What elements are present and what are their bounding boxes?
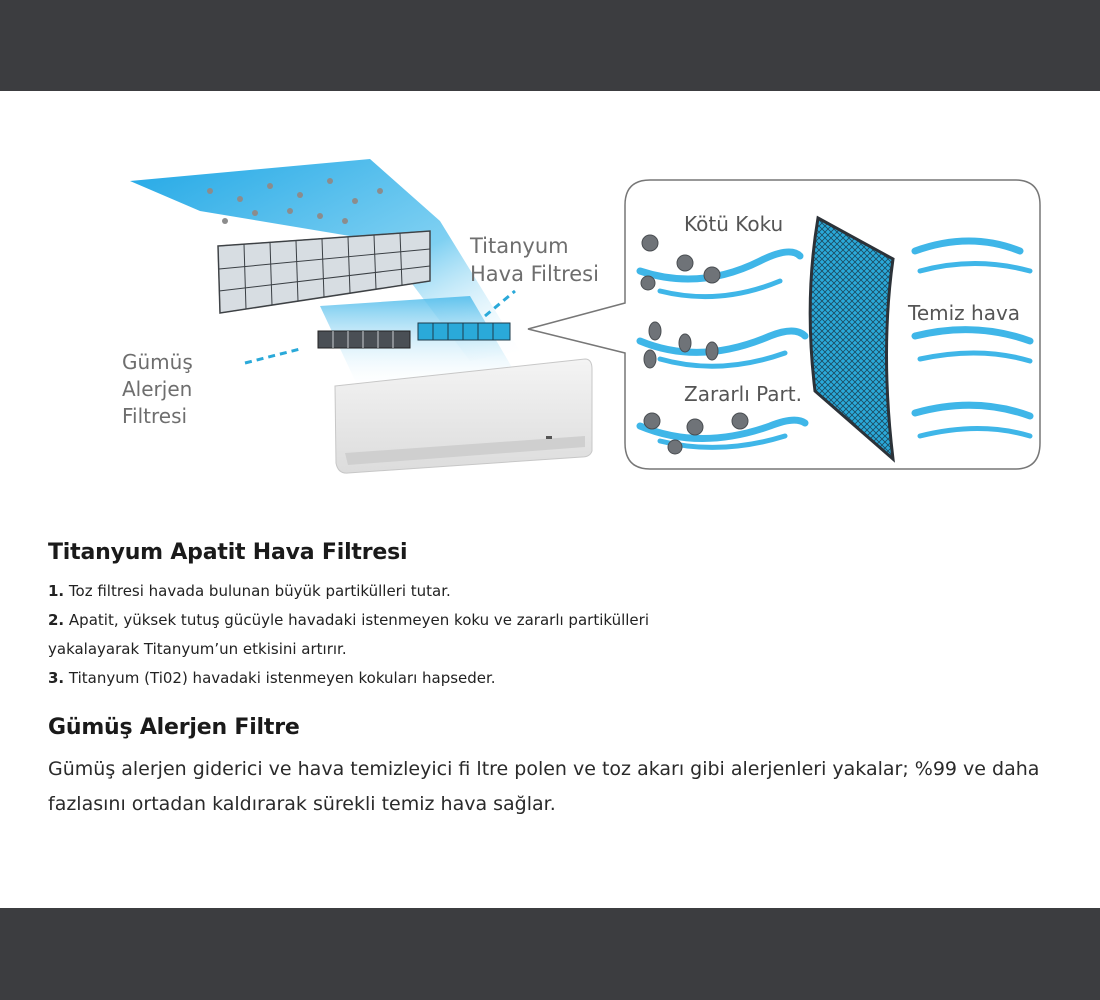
- titanium-filter: [417, 322, 511, 341]
- label-gumus-1: Gümüş: [122, 350, 193, 374]
- item-number: 3.: [48, 669, 65, 687]
- label-gumus-3: Filtresi: [122, 404, 187, 428]
- content: Titanyum Apatit Hava Filtresi 1. Toz fil…: [48, 540, 1078, 822]
- ac-indoor-unit: [334, 358, 593, 474]
- section1-title: Titanyum Apatit Hava Filtresi: [48, 540, 408, 565]
- dust-filter-grid: [217, 230, 431, 314]
- list-item: 3. Titanyum (Ti02) havadaki istenmeyen k…: [48, 664, 1078, 693]
- air-filter-illustration: Titanyum Hava Filtresi Gümüş Alerjen Fil…: [122, 159, 1041, 474]
- airflow-swirls: [636, 237, 1034, 450]
- list-item: 1. Toz filtresi havada bulunan büyük par…: [48, 577, 1078, 606]
- silver-allergen-filter: [317, 330, 411, 349]
- section2-title: Gümüş Alerjen Filtre: [48, 715, 300, 740]
- mesh-filter-panel: [808, 215, 895, 463]
- item-number: 2.: [48, 611, 65, 629]
- air-beam: [320, 296, 520, 391]
- label-gumus-2: Alerjen: [122, 377, 192, 401]
- bad-particles: [640, 234, 749, 455]
- label-temiz-hava: Temiz hava: [907, 301, 1020, 325]
- label-kotu-koku: Kötü Koku: [684, 212, 783, 236]
- item-text-continued: yakalayarak Titanyum’un etkisini artırır…: [48, 640, 347, 658]
- top-band: [0, 0, 1100, 91]
- item-text: Titanyum (Ti02) havadaki istenmeyen koku…: [68, 669, 496, 687]
- bottom-band: [0, 908, 1100, 1000]
- feature-list: 1. Toz filtresi havada bulunan büyük par…: [48, 577, 1078, 693]
- label-titanyum-2: Hava Filtresi: [470, 262, 599, 286]
- dust-particles: [207, 178, 383, 224]
- section2-paragraph: Gümüş alerjen giderici ve hava temizleyi…: [48, 758, 1040, 815]
- list-item: 2. Apatit, yüksek tutuş gücüyle havadaki…: [48, 606, 1078, 664]
- item-number: 1.: [48, 582, 65, 600]
- incoming-air: [130, 159, 520, 361]
- item-text: Apatit, yüksek tutuş gücüyle havadaki is…: [68, 611, 649, 629]
- label-titanyum-1: Titanyum: [469, 234, 569, 258]
- item-text: Toz filtresi havada bulunan büyük partik…: [68, 582, 451, 600]
- label-zararli: Zararlı Part.: [684, 382, 802, 406]
